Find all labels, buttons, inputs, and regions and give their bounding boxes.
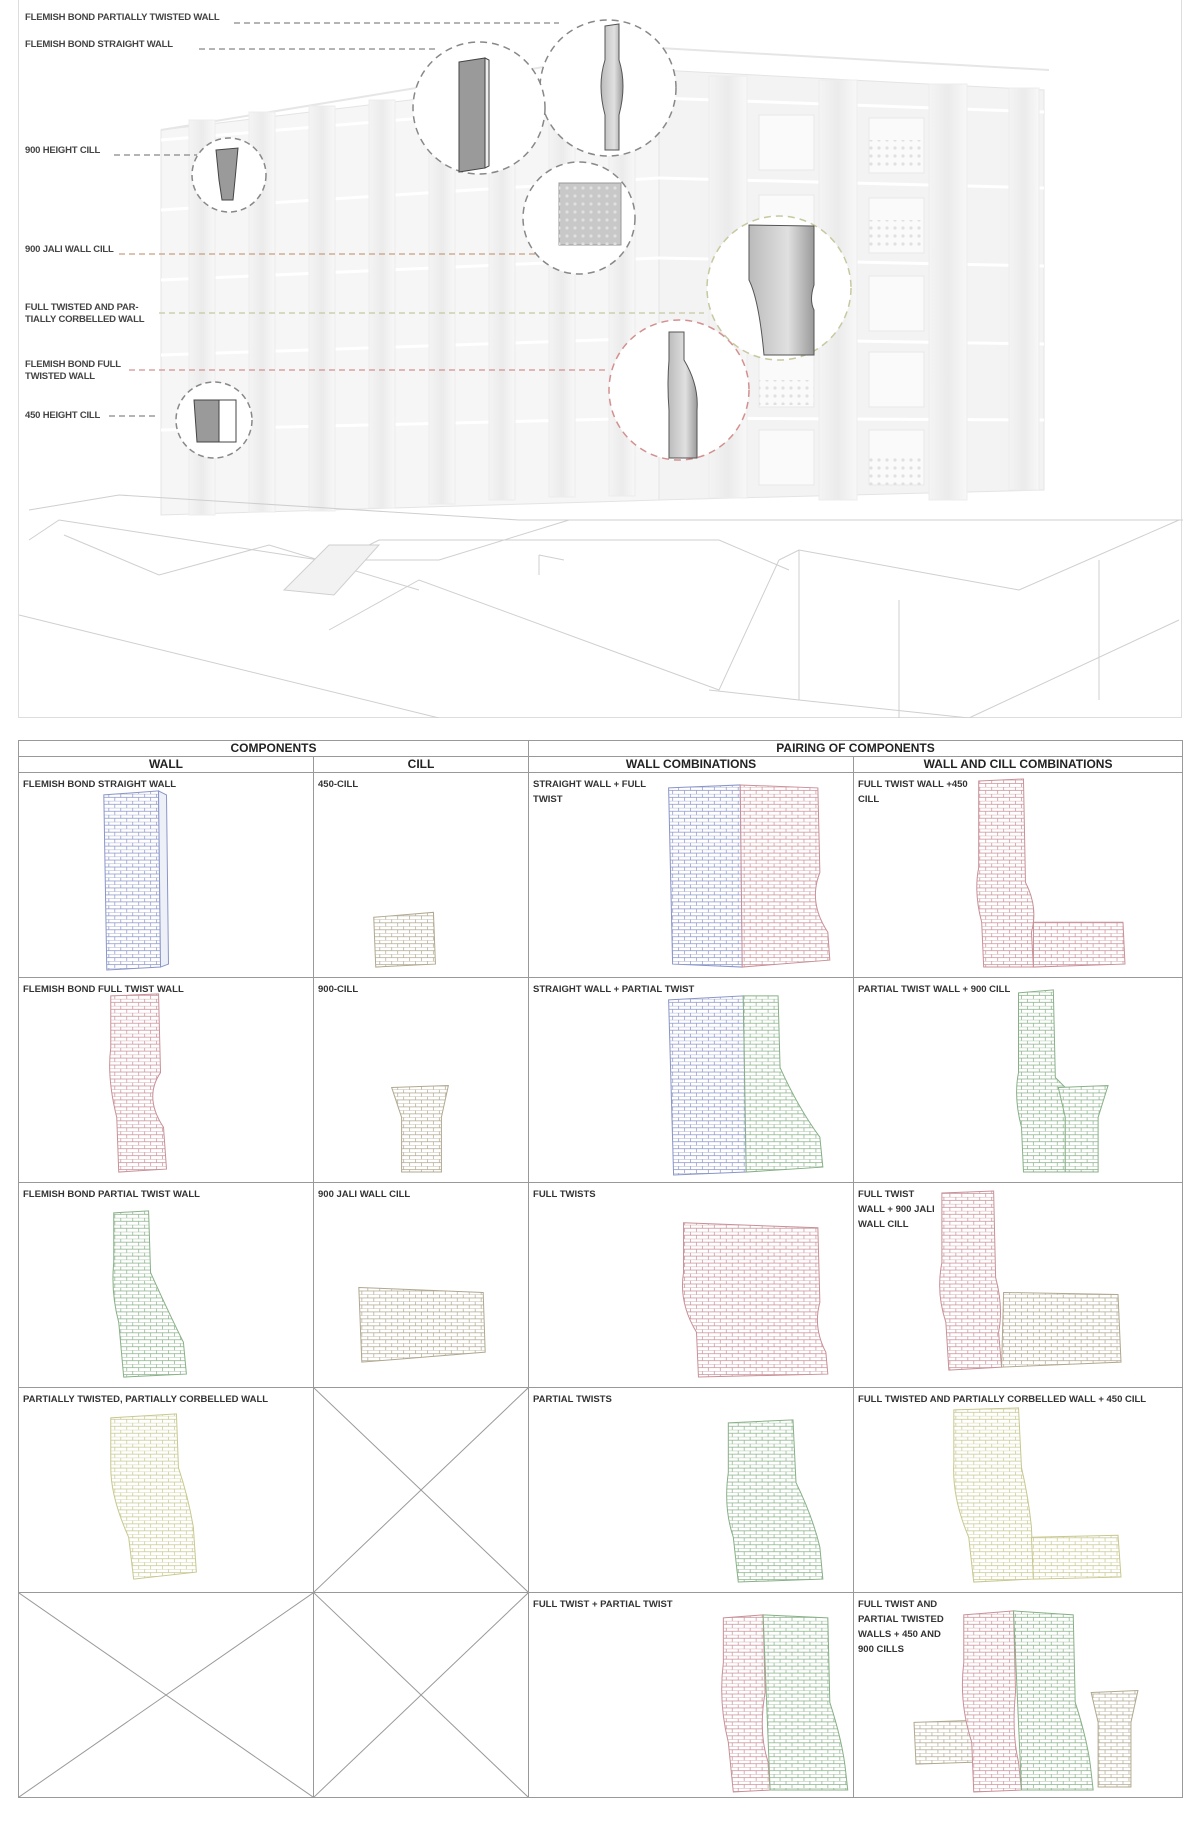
cell-title: 900 JALI WALL CILL (318, 1189, 411, 1200)
callout-label-partially-twisted-wall: FLEMISH BOND PARTIALLY TWISTED WALL (25, 12, 220, 23)
cell-empty-cill (312, 1387, 530, 1593)
header-wall-and-cill-combinations: WALL AND CILL COMBINATIONS (853, 756, 1184, 773)
wall-combination-illustration (681, 1222, 829, 1378)
cell-empty-cill (312, 1592, 530, 1798)
cell-title: PARTIAL TWIST WALL + 900 CILL (858, 984, 1011, 995)
cell-full-twist-plus-900-jali: FULL TWIST WALL + 900 JALI WALL CILL (853, 1182, 1184, 1388)
callout-label-full-twisted-wall: FLEMISH BOND FULL TWISTED WALL (25, 359, 121, 383)
cell-title: FLEMISH BOND FULL TWIST WALL (23, 984, 184, 995)
cell-partial-twist-plus-900-cill: PARTIAL TWIST WALL + 900 CILL (853, 977, 1184, 1183)
cell-partial-twists: PARTIAL TWISTS (528, 1387, 855, 1593)
cell-450-cill: 450-CILL (312, 772, 530, 978)
cell-900-cill: 900-CILL (312, 977, 530, 1183)
callout-label-900-height-cill: 900 HEIGHT CILL (25, 145, 101, 156)
brick-wall-illustration (110, 1413, 197, 1580)
cell-straight-wall: FLEMISH BOND STRAIGHT WALL (18, 772, 314, 978)
cell-title: FULL TWISTS (533, 1189, 596, 1200)
table-row: FLEMISH BOND PARTIAL TWIST WALL 900 JALI… (18, 1182, 1184, 1388)
cell-title: FULL TWIST AND PARTIAL TWISTED WALLS + 4… (858, 1599, 944, 1655)
cell-straight-plus-full-twist: STRAIGHT WALL + FULL TWIST (528, 772, 855, 978)
components-matrix-table: COMPONENTS PAIRING OF COMPONENTS WALL CI… (17, 740, 1184, 1798)
cell-full-twists: FULL TWISTS (528, 1182, 855, 1388)
wall-combination-illustration (721, 1614, 849, 1793)
callout-label-900-jali-wall-cill: 900 JALI WALL CILL (25, 244, 114, 255)
empty-cell-cross (314, 1593, 529, 1797)
cill-illustration (373, 911, 436, 968)
wall-cill-combination-illustration (913, 1610, 1139, 1793)
callout-label-line-1: FLEMISH BOND FULL (25, 359, 121, 370)
wall-cill-combination-illustration (976, 778, 1126, 968)
brick-wall-illustration (103, 790, 169, 971)
cell-title: FULL TWISTED AND PARTIALLY CORBELLED WAL… (858, 1394, 1147, 1405)
cell-title: FLEMISH BOND PARTIAL TWIST WALL (23, 1189, 200, 1200)
cell-partially-twisted-corbelled-wall: PARTIALLY TWISTED, PARTIALLY CORBELLED W… (18, 1387, 314, 1593)
table-row: PARTIALLY TWISTED, PARTIALLY CORBELLED W… (18, 1387, 1184, 1593)
cell-corbelled-plus-450-cill: FULL TWISTED AND PARTIALLY CORBELLED WAL… (853, 1387, 1184, 1593)
table-row: FLEMISH BOND STRAIGHT WALL 450-CILL STRA… (18, 772, 1184, 978)
wall-combination-illustration (668, 995, 824, 1176)
table-row: FULL TWIST + PARTIAL TWIST FULL TWIST AN… (18, 1592, 1184, 1798)
wall-cill-combination-illustration (1016, 989, 1109, 1173)
cell-title: FLEMISH BOND STRAIGHT WALL (23, 779, 177, 790)
cell-full-plus-partial-twist: FULL TWIST + PARTIAL TWIST (528, 1592, 855, 1798)
cell-900-jali-wall-cill: 900 JALI WALL CILL (312, 1182, 530, 1388)
cell-title: FULL TWIST WALL +450 CILL (858, 779, 968, 805)
empty-cell-cross (19, 1593, 313, 1797)
cell-full-twist-plus-450-cill: FULL TWIST WALL +450 CILL (853, 772, 1184, 978)
brick-wall-illustration (109, 993, 168, 1173)
cell-full-twist-wall: FLEMISH BOND FULL TWIST WALL (18, 977, 314, 1183)
callout-label-straight-wall: FLEMISH BOND STRAIGHT WALL (25, 39, 173, 50)
cell-title: STRAIGHT WALL + FULL TWIST (533, 779, 646, 805)
header-cill: CILL (312, 756, 530, 773)
brick-wall-illustration (112, 1210, 187, 1378)
cell-title: 450-CILL (318, 779, 359, 790)
header-wall-combinations: WALL COMBINATIONS (528, 756, 855, 773)
cell-title: FULL TWIST + PARTIAL TWIST (533, 1599, 673, 1610)
cill-illustration (390, 1084, 449, 1173)
wall-cill-combination-illustration (953, 1407, 1122, 1583)
cell-title: PARTIAL TWISTS (533, 1394, 612, 1405)
cell-partial-twist-wall: FLEMISH BOND PARTIAL TWIST WALL (18, 1182, 314, 1388)
cell-title: 900-CILL (318, 984, 359, 995)
cell-full-partial-plus-cills: FULL TWIST AND PARTIAL TWISTED WALLS + 4… (853, 1592, 1184, 1798)
empty-cell-cross (314, 1388, 529, 1592)
wall-combination-illustration (726, 1419, 824, 1583)
callout-label-full-twisted-corbelled-wall: FULL TWISTED AND PAR- TIALLY CORBELLED W… (25, 302, 145, 326)
header-wall: WALL (18, 756, 314, 773)
building-elevation-drawing (19, 19, 1183, 718)
cell-empty-wall (18, 1592, 314, 1798)
wall-cill-combination-illustration (939, 1190, 1122, 1371)
callout-label-line-2: TWISTED WALL (25, 371, 95, 382)
cill-illustration (358, 1286, 486, 1363)
header-components: COMPONENTS (17, 740, 530, 757)
cell-title: PARTIALLY TWISTED, PARTIALLY CORBELLED W… (23, 1394, 269, 1405)
callout-label-line-2: TIALLY CORBELLED WALL (25, 314, 145, 325)
cell-straight-plus-partial-twist: STRAIGHT WALL + PARTIAL TWIST (528, 977, 855, 1183)
callout-label-line-1: FULL TWISTED AND PAR- (25, 302, 139, 313)
table-row: FLEMISH BOND FULL TWIST WALL 900-CILL ST… (18, 977, 1184, 1183)
header-pairing-of-components: PAIRING OF COMPONENTS (528, 740, 1184, 757)
cell-title: STRAIGHT WALL + PARTIAL TWIST (533, 984, 695, 995)
wall-combination-illustration (668, 784, 831, 968)
building-elevation-panel: FLEMISH BOND PARTIALLY TWISTED WALL FLEM… (18, 0, 1183, 718)
cell-title: FULL TWIST WALL + 900 JALI WALL CILL (858, 1189, 935, 1230)
callout-label-450-height-cill: 450 HEIGHT CILL (25, 410, 101, 421)
